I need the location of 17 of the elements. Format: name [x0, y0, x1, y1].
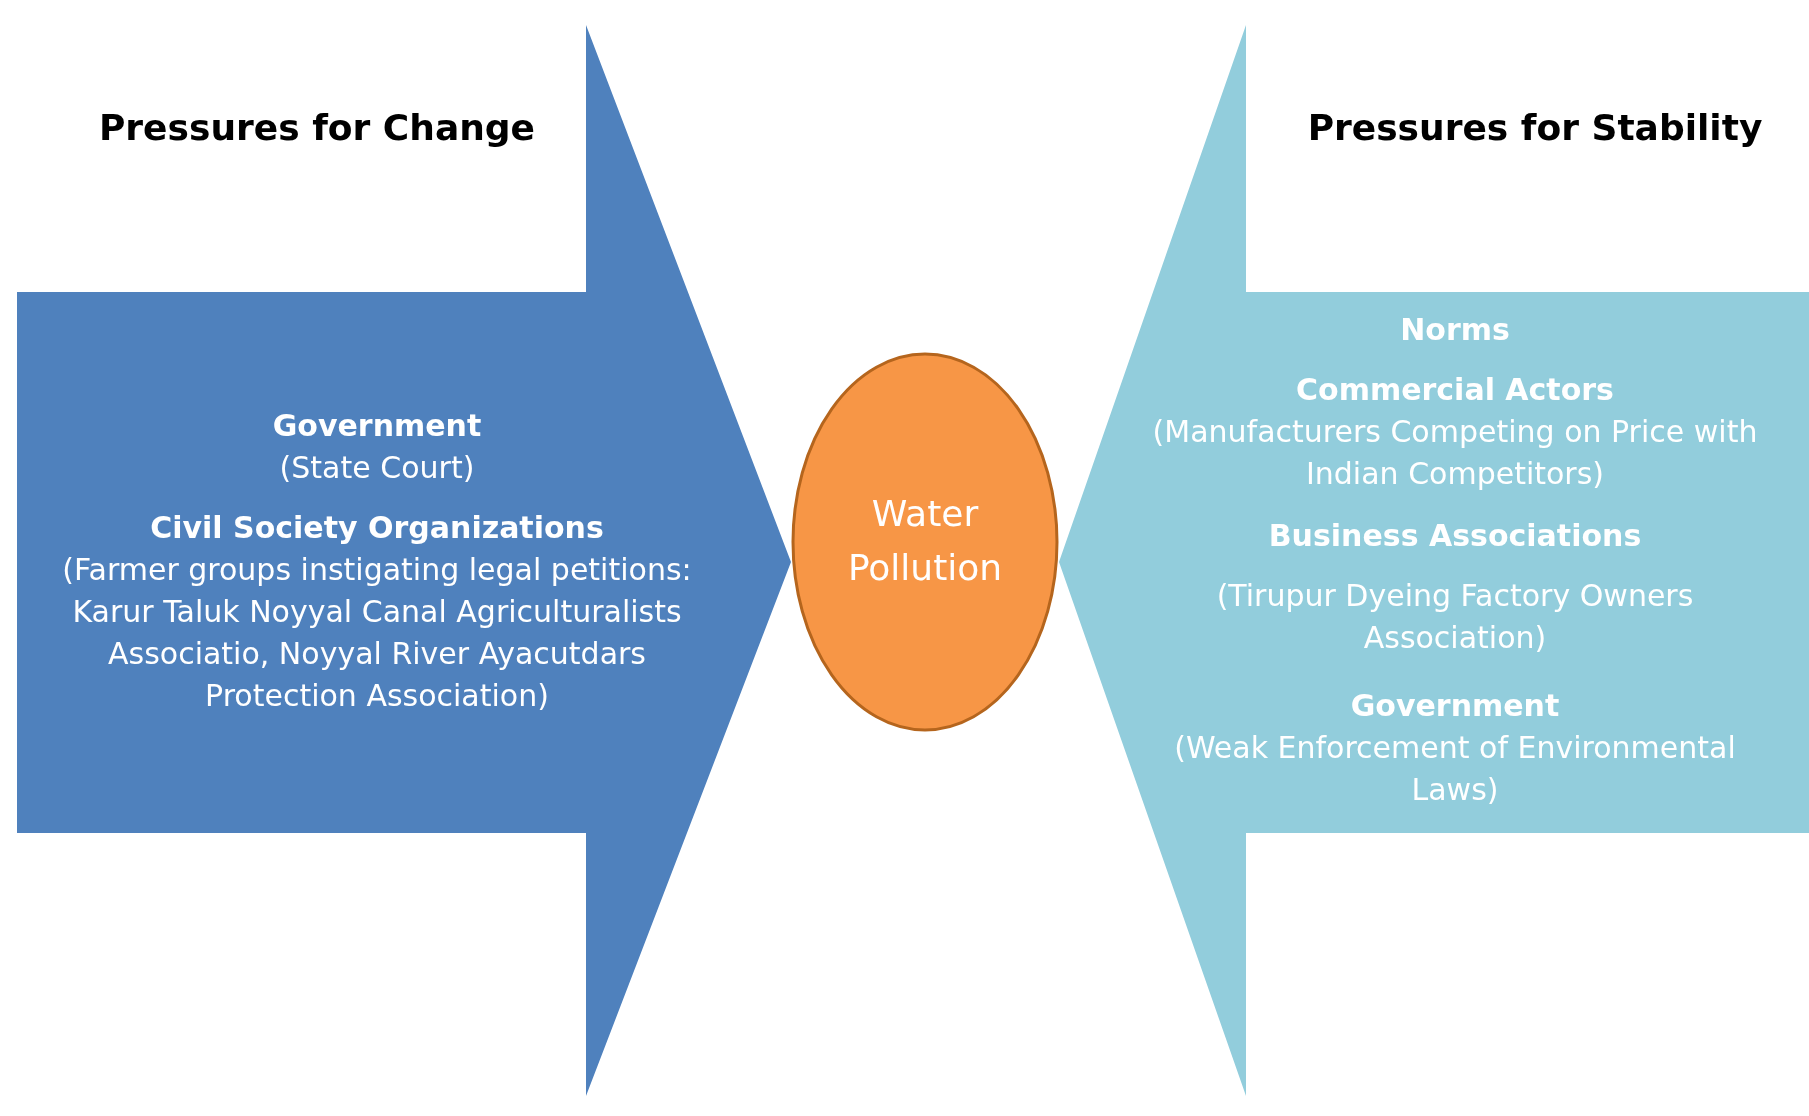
actor-description: (Manufacturers Competing on Price with Indian Competitors) — [1151, 413, 1759, 493]
actor-title: Government — [271, 407, 483, 445]
actor-title: Business Associations — [1267, 517, 1643, 555]
actor-description: (Tirupur Dyeing Factory Owners Association) — [1215, 577, 1695, 657]
actor-title: Government — [1349, 687, 1561, 725]
heading: Pressures for Stability — [1306, 107, 1764, 149]
ellipse-node — [791, 352, 1059, 732]
block-arrow — [17, 25, 791, 1096]
actor-description: (State Court) — [278, 449, 476, 487]
node-label: Water Pollution — [846, 492, 1004, 590]
heading: Pressures for Change — [98, 107, 536, 149]
actor-description: (Weak Enforcement of Environmental Laws) — [1173, 729, 1737, 809]
block-arrow — [1059, 25, 1809, 1096]
actor-description: (Farmer groups instigating legal petitions: Karur Taluk Noyyal Canal Agriculturalists Associatio, Noyyal River Ayacutdars Protection Association) — [61, 551, 693, 715]
actor-title: Commercial Actors — [1295, 371, 1615, 409]
actor-title: Civil Society Organizations — [149, 509, 605, 547]
actor-title: Norms — [1399, 311, 1511, 349]
